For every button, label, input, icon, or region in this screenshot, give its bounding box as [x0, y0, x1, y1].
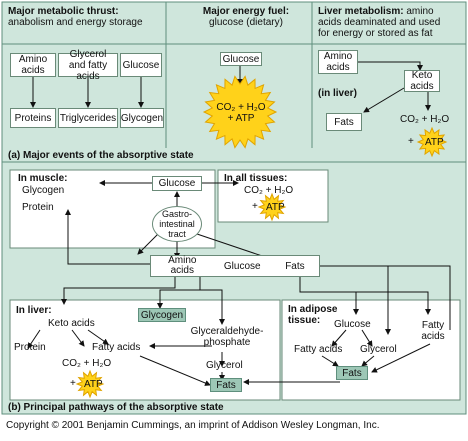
adipose-fatty-acids-in: Fatty acids [421, 320, 445, 342]
arrow-keto-fattyacids [87, 329, 109, 345]
all-tissues-title: In all tissues: [224, 173, 288, 184]
co2-liver-label: CO₂ + H₂O [400, 114, 450, 125]
sun-line1: CO₂ + H₂O [216, 102, 266, 113]
liver-fats: Fats [210, 378, 242, 392]
col1-subtitle: anabolism and energy storage [8, 17, 143, 28]
absorbed-glucose: Glucose [223, 260, 261, 272]
liver-plus: + [70, 378, 76, 389]
fats-liver-box: Fats [326, 113, 362, 131]
col3-title: Liver metabolism: [318, 6, 404, 17]
liver-title: In liver: [16, 305, 52, 316]
plus-top-label: + [408, 136, 414, 147]
adipose-fatty-acids: Fatty acids [294, 344, 343, 355]
atp-top-label: ATP [425, 137, 444, 148]
all-tissues-atp: ATP [266, 202, 285, 213]
glycogen-box: Glycogen [120, 108, 164, 128]
arrow-amino-keto [358, 61, 423, 71]
copyright-text: Copyright © 2001 Benjamin Cummings, an i… [6, 420, 380, 431]
col3-subtitle-1: amino [406, 6, 434, 17]
sun-line2: + ATP [227, 113, 255, 124]
arrow-fats-fattyacids [300, 291, 431, 315]
arrow-amino-protein-muscle [65, 209, 155, 265]
arrow-keto-co2-liver [71, 329, 85, 347]
glucose-center-box: Glucose [152, 176, 202, 191]
col3-header: Liver metabolism: amino acids deaminated… [318, 6, 464, 39]
adipose-region [281, 299, 461, 401]
atp-burst-top-icon [416, 126, 448, 158]
gi-tract-circle: Gastro-intestinal tract [152, 206, 202, 242]
liver-atp: ATP [84, 379, 103, 390]
adipose-glucose: Glucose [334, 319, 371, 330]
arrow-glycerol-fats-adipose [361, 355, 375, 367]
sun-label: CO₂ + H₂O + ATP [208, 102, 274, 124]
glycerol-fatty-acids-box: Glycerol and fatty acids [58, 49, 118, 82]
muscle-glycogen: Glycogen [22, 185, 65, 196]
amino-acids-liver-box: Amino acids [318, 50, 358, 74]
arrow-glucose-glycogen-liver [157, 276, 201, 309]
arrow-fa-fats-adipose [321, 355, 339, 367]
absorbed-amino: Amino acids [168, 255, 197, 276]
arrow-keto-fats [363, 87, 405, 113]
all-tissues-plus: + [252, 201, 258, 212]
amino-acids-box: Amino acids [10, 53, 56, 77]
arrow-keto-protein [27, 329, 41, 349]
adipose-fats: Fats [336, 366, 368, 380]
liver-g3p: Glyceraldehyde-phosphate [190, 326, 264, 348]
arrow-fattyacids-fats-adipose [371, 343, 431, 373]
absorbed-fats: Fats [285, 260, 305, 272]
arrow-glucose-g3p [200, 289, 225, 325]
liver-co2: CO₂ + H₂O [62, 358, 112, 369]
atp-burst-liver-icon [75, 369, 105, 399]
arrow-amino-keto-liver [61, 274, 176, 305]
col3-subtitle-2: acids deaminated and used [318, 17, 441, 28]
all-tissues-co2: CO₂ + H₂O [244, 185, 294, 196]
col2-subtitle: glucose (dietary) [209, 17, 283, 28]
glucose-box: Glucose [120, 53, 162, 77]
col2-title: Major energy fuel: [202, 6, 290, 17]
keto-acids-box: Keto acids [404, 70, 440, 92]
arrow-line-extra [388, 265, 451, 330]
muscle-title: In muscle: [18, 173, 68, 184]
adipose-title: In adipose tissue: [288, 304, 338, 326]
adipose-glycerol: Glycerol [360, 344, 397, 355]
arrow-glucose-fattyacids-adipose [331, 329, 347, 347]
muscle-protein: Protein [22, 202, 54, 213]
energy-sun-icon [202, 75, 278, 149]
caption-a: (a) Major events of the absorptive state [8, 150, 194, 161]
triglycerides-box: Triglycerides [58, 108, 118, 128]
liver-glycerol: Glycerol [206, 360, 243, 371]
col2-header: Major energy fuel: glucose (dietary) [182, 6, 310, 28]
liver-keto: Keto acids [48, 318, 95, 329]
atp-burst-tissues-icon [257, 192, 287, 222]
in-liver-label: (in liver) [318, 88, 357, 99]
liver-glycogen: Glycogen [138, 308, 186, 322]
liver-protein: Protein [14, 342, 46, 353]
glucose-fuel-box: Glucose [220, 52, 262, 66]
liver-fatty-acids: Fatty acids [92, 342, 141, 353]
col1-title: Major metabolic thrust: [8, 6, 119, 17]
arrow-glucose-glycerol-adipose [361, 329, 373, 347]
col1-header: Major metabolic thrust: anabolism and en… [8, 6, 163, 28]
col3-subtitle-3: for energy or stored as fat [318, 28, 433, 39]
proteins-box: Proteins [10, 108, 56, 128]
caption-b: (b) Principal pathways of the absorptive… [8, 402, 224, 413]
arrow-fattyacids-fats [139, 355, 211, 386]
absorbed-nutrients-box: Amino acids Glucose Fats [150, 255, 320, 277]
